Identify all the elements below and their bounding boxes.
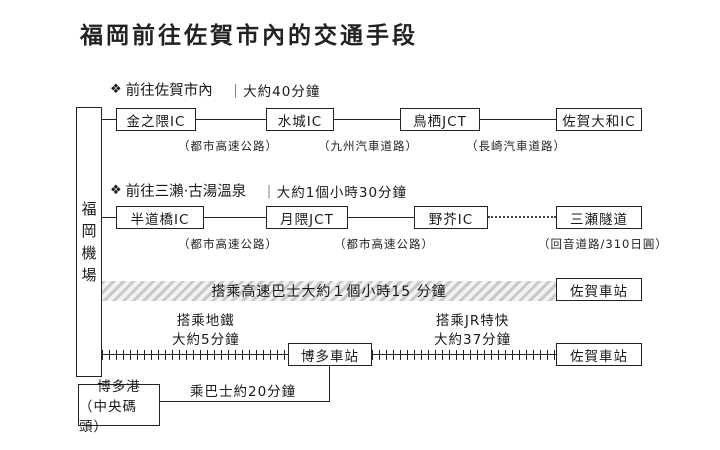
route2-road-label: （回音道路/310日圓）: [538, 237, 668, 251]
subway-caption: 搭乘地鐵 大約5分鐘: [172, 312, 240, 350]
route1-stop: 佐賀大和IC: [556, 108, 642, 131]
hakata-port-subname: （中央碼頭）: [79, 399, 137, 435]
subway-track: [102, 350, 288, 360]
route1-road-label: （都市高速公路）: [178, 139, 278, 153]
hakata-station-box: 博多車站: [288, 343, 372, 366]
origin-char: 場: [81, 266, 97, 284]
hakata-port-name: 博多港: [97, 379, 141, 395]
route2-connector: [204, 217, 266, 218]
jr-caption-line: 搭乘JR特快: [435, 313, 510, 329]
route2-name: 前往三瀨‧古湯溫泉: [125, 184, 247, 200]
route1-connector: [480, 119, 556, 120]
port-connector-horizontal: [160, 401, 330, 402]
route2-duration: ｜大約1個小時30分鐘: [262, 184, 408, 201]
rail-destination-box: 佐賀車站: [556, 343, 642, 366]
origin-char: 福: [81, 200, 97, 218]
route2-stop: 月隈JCT: [266, 206, 348, 229]
port-connector-vertical: [329, 366, 330, 402]
route2-road-label: （都市高速公路）: [334, 237, 434, 251]
subway-caption-line: 搭乘地鐵: [176, 313, 235, 329]
route2-connector: [348, 217, 414, 218]
highway-bus-label: 搭乘高速巴士大約１個小時15 分鐘: [211, 284, 447, 300]
route1-connector: [334, 119, 400, 120]
route1-connector: [102, 119, 116, 120]
jr-track-ties: [372, 350, 556, 360]
route2-stop: 半道橋IC: [116, 206, 204, 229]
route1-stop: 鳥栖JCT: [400, 108, 480, 131]
diamond-bullet-icon: ❖: [110, 183, 122, 198]
route1-stop: 水城IC: [266, 108, 334, 131]
route2-stop: 三瀬隧道: [556, 206, 642, 229]
subway-caption-line: 大約5分鐘: [172, 332, 240, 348]
route1-stop: 金之隈IC: [116, 108, 196, 131]
route2-road-label: （都市高速公路）: [178, 237, 278, 251]
route1-header: ❖ 前往佐賀市內 ｜大約40分鐘: [110, 79, 320, 100]
fukuoka-airport-box: 福 岡 機 場: [76, 107, 102, 377]
bus-destination-box: 佐賀車站: [556, 278, 642, 301]
diamond-bullet-icon: ❖: [110, 82, 122, 97]
highway-bus-band: 搭乘高速巴士大約１個小時15 分鐘: [102, 281, 556, 301]
jr-caption: 搭乘JR特快 大約37分鐘: [434, 312, 511, 350]
hakata-port-box: 博多港 （中央碼頭）: [78, 379, 160, 435]
route2-stop: 野芥IC: [414, 206, 488, 229]
route1-road-label: （長崎汽車道路）: [466, 139, 566, 153]
route1-road-label: （九州汽車道路）: [318, 139, 418, 153]
origin-char: 機: [81, 244, 97, 262]
route2-header: ❖ 前往三瀨‧古湯溫泉 ｜大約1個小時30分鐘: [110, 180, 407, 201]
port-bus-caption: 乘巴士約20分鐘: [190, 384, 297, 400]
subway-track-ties: [102, 350, 288, 360]
route2-connector: [102, 217, 116, 218]
origin-char: 岡: [81, 222, 97, 240]
jr-track: [372, 350, 556, 360]
jr-caption-line: 大約37分鐘: [434, 332, 512, 348]
route2-dotted-connector: [488, 216, 556, 218]
page-title: 福岡前往佐賀市內的交通手段: [80, 23, 418, 49]
route1-connector: [196, 119, 266, 120]
route1-duration: ｜大約40分鐘: [228, 83, 321, 100]
route1-name: 前往佐賀市內: [125, 83, 213, 99]
